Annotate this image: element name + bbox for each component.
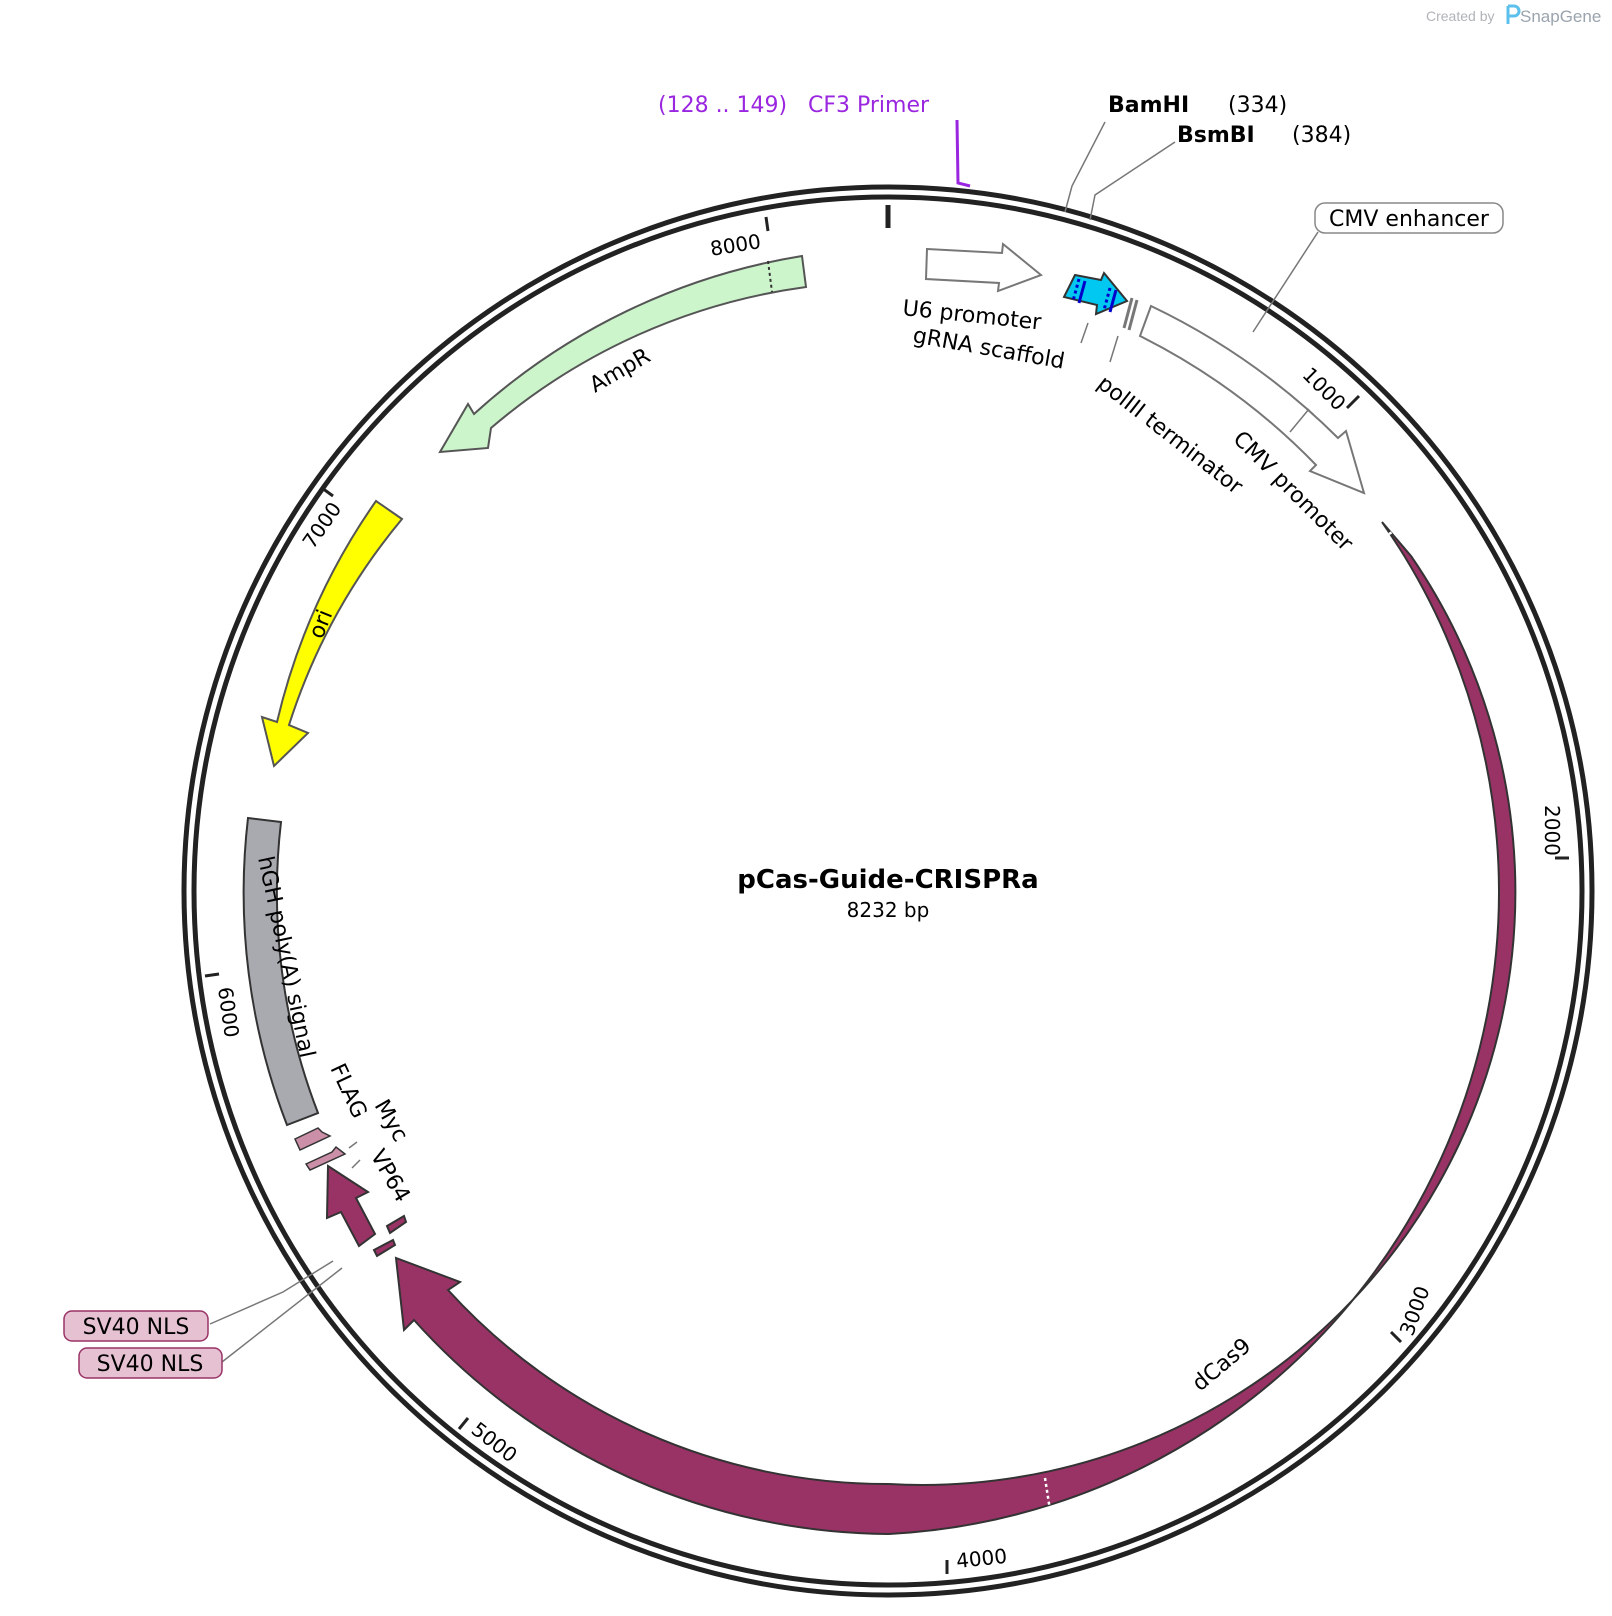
flag-label: FLAG [325,1060,372,1122]
bamhi-name: BamHI [1108,93,1189,118]
primer-cf3[interactable]: (128 .. 149) CF3 Primer [658,93,971,188]
restriction-site-bsmbi[interactable]: BsmBI (384) [1089,123,1351,221]
tick-1000-mark [1345,394,1361,410]
snapgene-credit: Created by SnapGene [1426,4,1601,26]
feature-u6-promoter[interactable]: U6 promoter [901,242,1043,336]
feature-ampr[interactable]: AmpR [438,254,808,454]
ampr-arrow [438,254,808,454]
feature-hgh-polya-signal[interactable]: hGH poly(A) signal [242,816,320,1127]
restriction-site-bamhi[interactable]: BamHI (334) [1064,93,1287,213]
bsmbi-position: (384) [1292,123,1351,148]
cmv-promoter-arrow [1138,304,1366,495]
dcas9-arrow [394,521,1517,1536]
ampr-segment-divider [767,260,773,293]
credit-prefix: Created by [1426,8,1494,24]
plasmid-size: 8232 bp [847,898,930,922]
credit-brand: SnapGene [1520,7,1601,26]
sv40-nls-leader [209,1260,334,1325]
tick-6000-label: 6000 [213,985,244,1039]
primer-name: CF3 Primer [808,93,930,118]
tick-3000-mark [1389,1330,1403,1344]
sv40-nls-segment [372,1238,397,1258]
backbone-outer-ring [181,184,1595,1598]
feature-dcas9[interactable]: dCas9 [394,518,1517,1536]
vp64-label: VP64 [365,1146,415,1207]
tick-7000-mark [321,486,334,498]
dcas9-label: dCas9 [1188,1334,1256,1397]
grna-scaffold-label: gRNA scaffold [911,323,1066,374]
cmv-enhancer-leader [1252,231,1319,333]
sv40-nls-segment [385,1214,408,1235]
sv40-nls-label-box [63,1310,209,1342]
vp64-leader [351,1159,361,1169]
tick-8000-mark [764,216,770,232]
primer-arrow [955,119,971,188]
feature-cmv-enhancer[interactable]: CMV enhancer [1150,202,1504,415]
sv40-nls-label-2[interactable]: SV40 NLS [78,1267,343,1379]
hgh-polya-signal-bar [242,816,320,1127]
sv40-nls-label: SV40 NLS [83,1315,190,1340]
myc-leader [348,1141,358,1149]
tick-8000-label: 8000 [708,229,762,261]
poliii-terminator-leader [1109,335,1119,363]
bamhi-position: (334) [1228,93,1287,118]
feature-sv40-nls-segments[interactable] [372,1214,408,1258]
feature-vp64[interactable]: VP64 [325,1146,415,1248]
dcas9-segment-divider [1388,518,1412,536]
poliii-terminator-bar [1122,297,1134,329]
tick-7000-label: 7000 [297,497,346,552]
grna-scaffold-stripe [1071,278,1081,302]
dcas9-segment-divider [1043,1477,1054,1524]
sv40-nls-label-1[interactable]: SV40 NLS [63,1260,334,1342]
bsmbi-leader-line [1089,141,1176,221]
u6-promoter-arrow [924,242,1043,293]
sv40-nls-label-box [78,1347,223,1379]
feature-ori[interactable]: ori [260,499,404,768]
snapgene-logo-icon [1506,4,1521,24]
myc-arrow [304,1145,347,1171]
vp64-arrow [325,1164,377,1248]
poliii-terminator-bar [1127,299,1139,331]
backbone-inner-ring [191,194,1585,1588]
grna-scaffold-stripe [1102,287,1112,311]
cmv-enhancer-label: CMV enhancer [1329,207,1490,232]
ori-arrow [260,499,404,768]
sv40-nls-label: SV40 NLS [97,1352,204,1377]
myc-label: Myc [369,1096,413,1147]
tick-5000-mark [457,1417,470,1430]
primer-range: (128 .. 149) [658,93,787,118]
plasmid-name: pCas-Guide-CRISPRa [737,865,1038,895]
tick-2000-label: 2000 [1540,805,1564,856]
grna-scaffold-stripe [1077,280,1087,304]
bamhi-leader-line [1064,121,1106,213]
flag-arrow [294,1127,332,1151]
tick-3000-label: 3000 [1395,1283,1435,1339]
grna-scaffold-leader [1080,322,1089,344]
grna-scaffold-arrow [1062,271,1129,316]
bsmbi-name: BsmBI [1177,123,1255,148]
cmv-enhancer-label-box [1314,202,1504,234]
tick-marks: 1000 2000 3000 4000 5000 6000 7000 8000 [204,216,1569,1574]
grna-scaffold-stripe [1108,289,1118,313]
poliii-terminator-label: polIII terminator [1092,371,1248,500]
sv40-nls-leader [221,1267,343,1363]
tick-4000-label: 4000 [955,1544,1008,1573]
tick-6000-mark [204,972,220,978]
cmv-enhancer-boundary [1289,408,1310,433]
